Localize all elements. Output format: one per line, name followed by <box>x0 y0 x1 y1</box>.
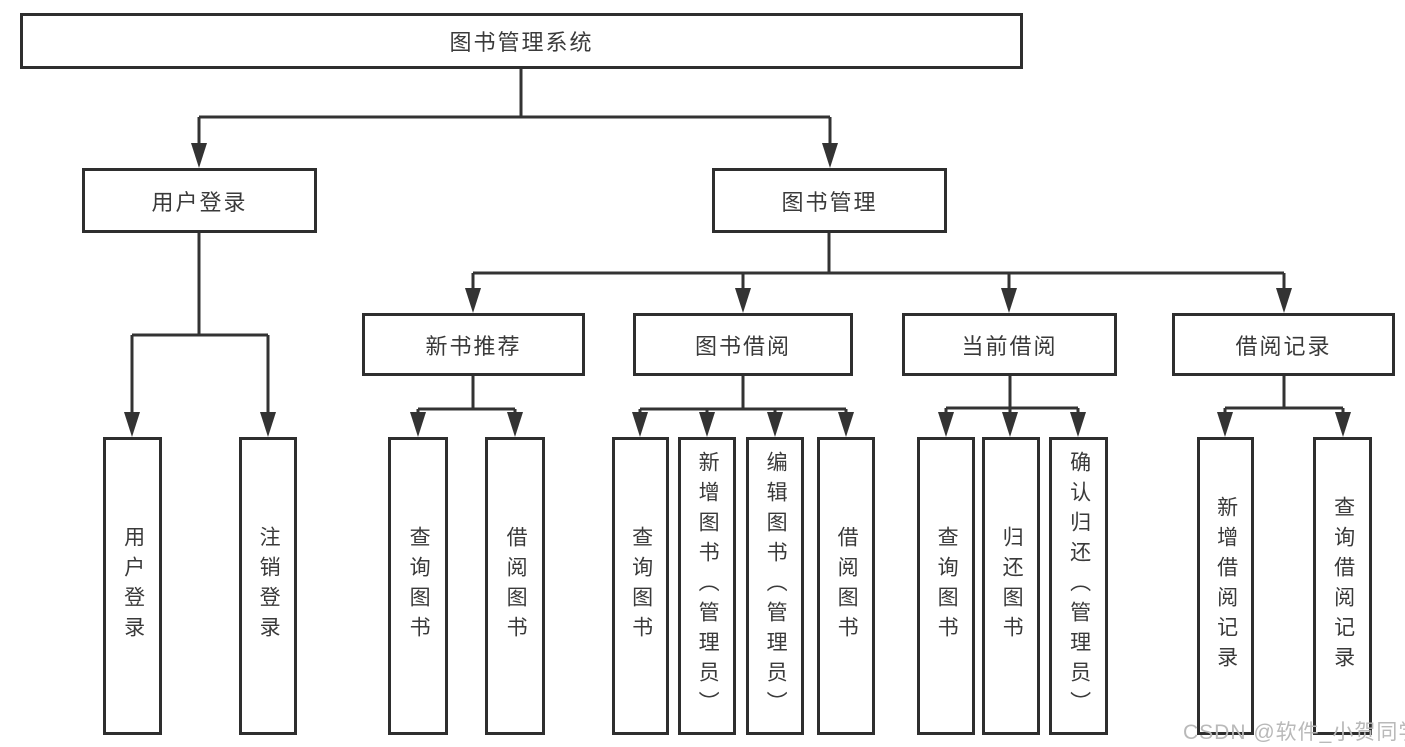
leaf-current-return-books: 归还图书 <box>982 437 1040 735</box>
node-new-book-recommend: 新书推荐 <box>362 313 585 376</box>
connector-current-borrowing-to-leaves <box>938 376 1086 437</box>
connector-borrowing-records-to-leaves <box>1217 376 1351 437</box>
leaf-records-query-record: 查询借阅记录 <box>1313 437 1372 735</box>
leaf-borrowing-borrow-books: 借阅图书 <box>817 437 875 735</box>
node-current-borrowing: 当前借阅 <box>902 313 1117 376</box>
leaf-current-query-books-label: 查询图书 <box>935 526 959 646</box>
leaf-borrowing-borrow-books-label: 借阅图书 <box>835 526 859 646</box>
node-root-library-system: 图书管理系统 <box>20 13 1023 69</box>
node-book-management: 图书管理 <box>712 168 947 233</box>
leaf-borrowing-edit-books-admin-label: 编辑图书（管理员） <box>764 451 788 721</box>
leaf-user-login: 用户登录 <box>103 437 162 735</box>
leaf-recommend-borrow-books: 借阅图书 <box>485 437 545 735</box>
connector-user-login-to-leaves <box>124 233 276 437</box>
leaf-current-return-books-label: 归还图书 <box>1000 526 1024 646</box>
leaf-recommend-query-books-label: 查询图书 <box>407 526 431 646</box>
leaf-borrowing-query-books-label: 查询图书 <box>629 526 653 646</box>
connector-book-borrowing-to-leaves <box>632 376 854 437</box>
leaf-borrowing-query-books: 查询图书 <box>612 437 669 735</box>
leaf-records-add-record: 新增借阅记录 <box>1197 437 1254 735</box>
csdn-watermark: CSDN @软件_小贺同学 <box>1183 721 1405 744</box>
leaf-logout-label: 注销登录 <box>257 526 281 646</box>
leaf-borrowing-add-books-admin: 新增图书（管理员） <box>678 437 736 735</box>
connector-new-book-recommend-to-leaves <box>410 376 523 437</box>
leaf-recommend-query-books: 查询图书 <box>388 437 448 735</box>
leaf-current-query-books: 查询图书 <box>917 437 975 735</box>
leaf-logout: 注销登录 <box>239 437 297 735</box>
node-book-borrowing: 图书借阅 <box>633 313 853 376</box>
leaf-records-query-record-label: 查询借阅记录 <box>1331 496 1355 676</box>
leaf-borrowing-edit-books-admin: 编辑图书（管理员） <box>746 437 804 735</box>
leaf-current-confirm-return-admin-label: 确认归还（管理员） <box>1067 451 1091 721</box>
leaf-user-login-label: 用户登录 <box>121 526 145 646</box>
node-borrowing-records: 借阅记录 <box>1172 313 1395 376</box>
leaf-recommend-borrow-books-label: 借阅图书 <box>504 526 528 646</box>
leaf-borrowing-add-books-admin-label: 新增图书（管理员） <box>696 451 720 721</box>
leaf-records-add-record-label: 新增借阅记录 <box>1214 496 1238 676</box>
connector-root-to-level1 <box>191 69 838 168</box>
connector-book-management-to-sections <box>465 233 1292 313</box>
node-user-login: 用户登录 <box>82 168 317 233</box>
leaf-current-confirm-return-admin: 确认归还（管理员） <box>1049 437 1108 735</box>
